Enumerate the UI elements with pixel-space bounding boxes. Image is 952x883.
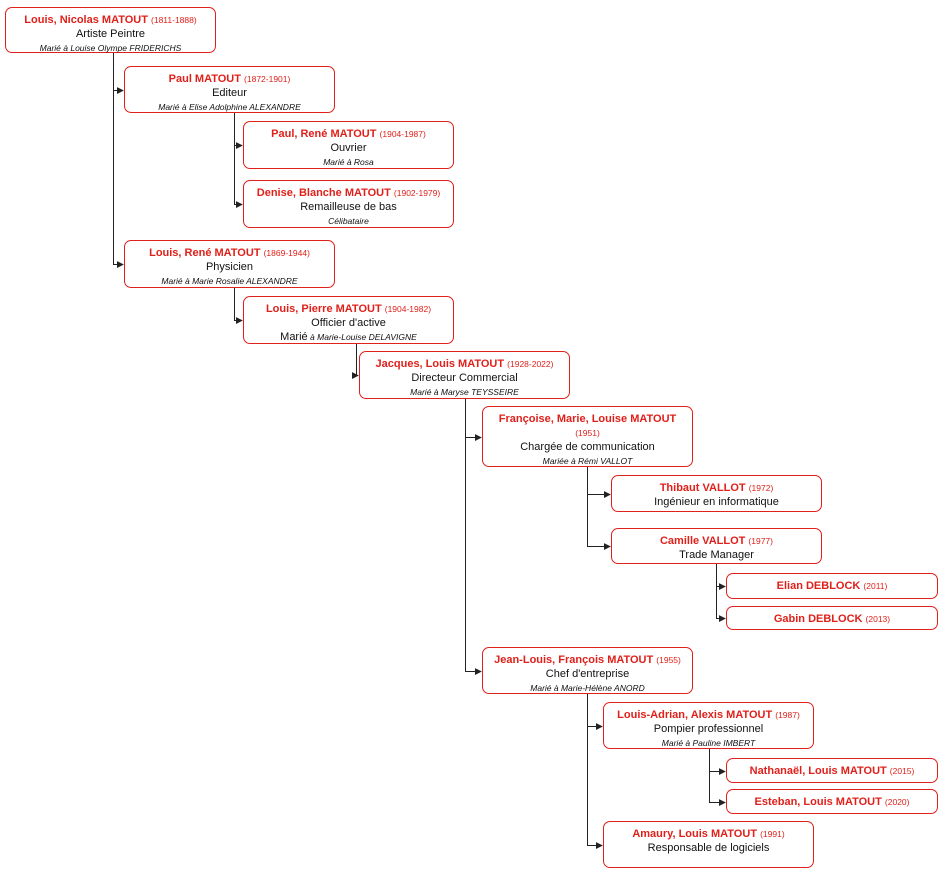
person-occupation: Pompier professionnel [653, 723, 764, 735]
person-name: Françoise, Marie, Louise MATOUT [498, 413, 677, 425]
connector-louis-rene-to-louis-pierre [234, 288, 243, 324]
spouse-prefix: Marié [280, 331, 308, 343]
person-name: Thibaut VALLOT [659, 482, 746, 494]
person-spouse: Marié à Rosa [323, 157, 374, 167]
person-name: Nathanaël, Louis MATOUT [749, 765, 887, 777]
person-occupation: Artiste Peintre [75, 28, 146, 40]
person-dates: (1955) [656, 655, 681, 665]
person-card-amaury[interactable]: Amaury, Louis MATOUT (1991) Responsable … [603, 821, 814, 868]
person-occupation: Officier d'active [311, 317, 386, 329]
person-card-louis-rene[interactable]: Louis, René MATOUT (1869-1944) Physicien… [124, 240, 335, 288]
person-dates: (1904-1982) [384, 304, 432, 314]
person-name: Elian DEBLOCK [776, 580, 861, 592]
person-card-elian[interactable]: Elian DEBLOCK (2011) [726, 573, 938, 599]
person-dates: (1928-2022) [507, 359, 554, 369]
person-occupation: Directeur Commercial [411, 372, 518, 384]
person-dates: (2013) [865, 614, 891, 624]
person-dates: (1987) [775, 710, 800, 720]
person-spouse: Marié à Pauline IMBERT [661, 738, 756, 748]
connector-jacques-louis-to-jean-louis [465, 399, 482, 675]
person-spouse: Marié à Marie-Hélène ANORD [530, 683, 645, 693]
connector-jacques-louis-to-francoise [465, 399, 482, 441]
person-occupation: Editeur [212, 87, 247, 99]
connector-camille-to-gabin [716, 564, 726, 622]
person-occupation: Chef d'entreprise [545, 668, 630, 680]
person-card-gabin[interactable]: Gabin DEBLOCK (2013) [726, 606, 938, 630]
person-card-francoise[interactable]: Françoise, Marie, Louise MATOUT (1951) C… [482, 406, 693, 467]
person-occupation: Ouvrier [330, 142, 367, 154]
person-occupation: Responsable de logiciels [647, 842, 770, 854]
person-spouse: Marié à Marie-Louise DELAVIGNE [244, 330, 453, 344]
person-spouse: Célibataire [328, 216, 369, 226]
person-dates: (2020) [884, 797, 910, 807]
connector-francoise-to-camille [587, 467, 611, 550]
person-occupation: Physicien [205, 261, 254, 273]
person-occupation: Ingénieur en informatique [654, 496, 779, 508]
person-dates: (1991) [760, 829, 785, 839]
person-name: Louis-Adrian, Alexis MATOUT [617, 709, 773, 721]
person-name: Gabin DEBLOCK [773, 613, 863, 625]
person-dates: (1904-1987) [379, 129, 426, 139]
connector-louis-adrian-to-esteban [709, 749, 726, 806]
person-dates: (1902-1979) [393, 188, 441, 198]
person-spouse: Marié à Marie Rosalie ALEXANDRE [161, 276, 298, 286]
person-name: Louis, Nicolas MATOUT [24, 14, 148, 26]
person-card-paul[interactable]: Paul MATOUT (1872-1901) Editeur Marié à … [124, 66, 335, 113]
connector-louis-nicolas-to-louis-rene [113, 53, 124, 268]
connector-louis-pierre-to-jacques-louis [351, 344, 359, 379]
person-card-paul-rene[interactable]: Paul, René MATOUT (1904-1987) Ouvrier Ma… [243, 121, 454, 169]
spouse-name: à Marie-Louise DELAVIGNE [310, 332, 417, 342]
connector-louis-nicolas-to-paul [113, 53, 124, 94]
person-card-louis-pierre[interactable]: Louis, Pierre MATOUT (1904-1982) Officie… [243, 296, 454, 344]
person-dates: (1951) [575, 428, 600, 438]
connector-louis-adrian-to-nathanael [709, 749, 726, 775]
person-name: Louis, Pierre MATOUT [265, 303, 382, 315]
person-name: Amaury, Louis MATOUT [632, 828, 758, 840]
person-dates: (2015) [889, 766, 915, 776]
person-dates: (1869-1944) [263, 248, 310, 258]
person-occupation: Chargée de communication [520, 441, 655, 453]
person-dates: (2011) [863, 581, 888, 591]
connector-camille-to-elian [716, 564, 726, 590]
person-dates: (1977) [748, 536, 773, 546]
person-name: Paul MATOUT [168, 73, 241, 85]
connector-paul-to-denise-blanche [234, 113, 243, 208]
connector-jean-louis-to-amaury [587, 694, 603, 849]
person-dates: (1811-1888) [151, 15, 197, 25]
connector-jean-louis-to-louis-adrian [587, 694, 603, 730]
person-name: Jean-Louis, François MATOUT [494, 654, 654, 666]
person-name: Jacques, Louis MATOUT [375, 358, 505, 370]
person-spouse: Marié à Elise Adolphine ALEXANDRE [158, 102, 301, 112]
person-card-jacques-louis[interactable]: Jacques, Louis MATOUT (1928-2022) Direct… [359, 351, 570, 399]
person-name: Paul, René MATOUT [271, 128, 377, 140]
person-card-camille[interactable]: Camille VALLOT (1977) Trade Manager [611, 528, 822, 564]
person-card-thibaut[interactable]: Thibaut VALLOT (1972) Ingénieur en infor… [611, 475, 822, 512]
person-card-louis-adrian[interactable]: Louis-Adrian, Alexis MATOUT (1987) Pompi… [603, 702, 814, 749]
person-occupation: Remailleuse de bas [300, 201, 397, 213]
person-name: Esteban, Louis MATOUT [754, 796, 882, 808]
person-card-louis-nicolas[interactable]: Louis, Nicolas MATOUT (1811-1888) Artist… [5, 7, 216, 53]
person-spouse: Marié à Maryse TEYSSEIRE [410, 387, 519, 397]
person-spouse: Marié à Louise Olympe FRIDERICHS [39, 43, 182, 53]
person-card-jean-louis[interactable]: Jean-Louis, François MATOUT (1955) Chef … [482, 647, 693, 694]
person-name: Denise, Blanche MATOUT [256, 187, 391, 199]
connector-francoise-to-thibaut [587, 467, 611, 498]
person-occupation: Trade Manager [679, 549, 754, 561]
person-dates: (1972) [748, 483, 774, 493]
connector-paul-to-paul-rene [234, 113, 243, 149]
person-name: Camille VALLOT [659, 535, 746, 547]
person-card-denise-blanche[interactable]: Denise, Blanche MATOUT (1902-1979) Remai… [243, 180, 454, 228]
person-card-nathanael[interactable]: Nathanaël, Louis MATOUT (2015) [726, 758, 938, 783]
person-card-esteban[interactable]: Esteban, Louis MATOUT (2020) [726, 789, 938, 814]
person-name: Louis, René MATOUT [149, 247, 261, 259]
person-spouse: Mariée à Rémi VALLOT [542, 456, 633, 466]
person-dates: (1872-1901) [244, 74, 291, 84]
